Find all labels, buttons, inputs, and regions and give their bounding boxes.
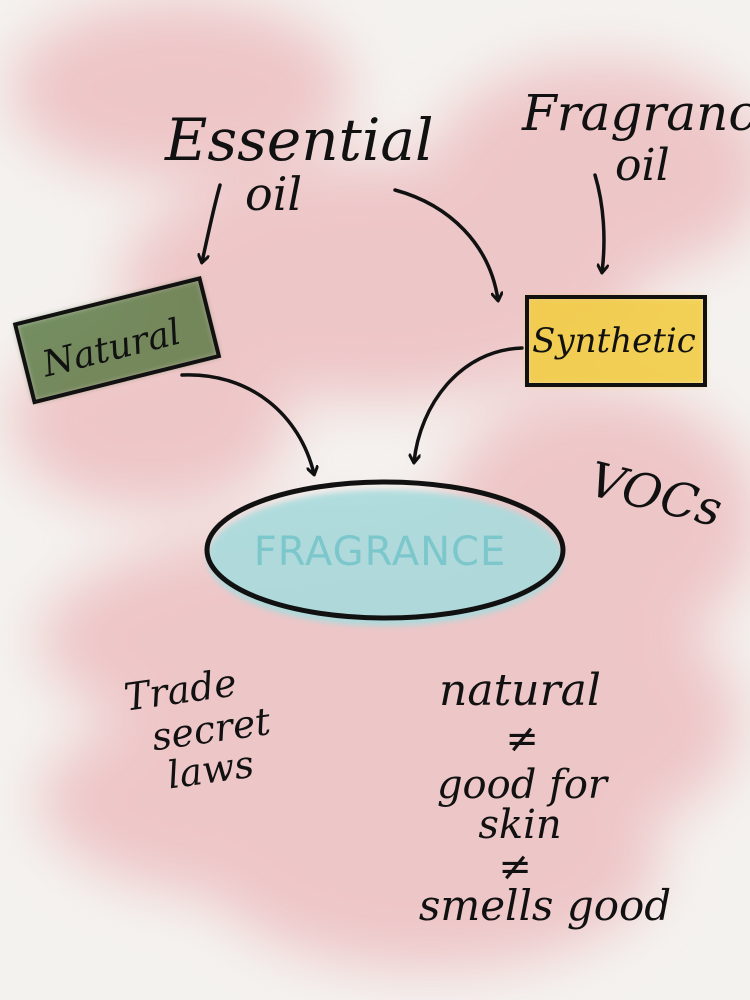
- arrow-essential-to-natural: [202, 183, 222, 262]
- essential-oil-label: Essential: [164, 106, 434, 174]
- arrow-synthetic-to-fragrance: [414, 346, 524, 462]
- natural-chain-line4: smells good: [419, 881, 671, 930]
- natural-chain-neq1: ≠: [505, 716, 539, 762]
- fragrance-label: FRAGRANCE: [254, 529, 507, 575]
- fragrance-node: FRAGRANCE: [204, 479, 566, 626]
- natural-chain-neq2: ≠: [498, 844, 532, 890]
- watercolor-wash: [10, 0, 750, 970]
- synthetic-label: Synthetic: [532, 321, 696, 361]
- arrow-essential-to-synthetic: [393, 188, 498, 300]
- fragrance-oil-label: Fragrance: [521, 84, 750, 142]
- trade-secret-note: Trade secret laws: [121, 660, 274, 797]
- fragrance-oil-label-line2: oil: [615, 140, 670, 191]
- natural-chain-line3: skin: [478, 802, 561, 848]
- natural-chain-line1: natural: [439, 665, 601, 716]
- arrow-natural-to-fragrance: [180, 373, 314, 474]
- essential-oil-label-line2: oil: [245, 167, 302, 221]
- natural-node: Natural: [12, 276, 222, 405]
- natural-chain-note: natural ≠ good for skin ≠ smells good: [419, 665, 671, 930]
- natural-chain-line2: good for: [437, 762, 610, 808]
- arrow-fragrance-oil-to-synthetic: [593, 173, 604, 272]
- synthetic-node: Synthetic: [525, 295, 707, 387]
